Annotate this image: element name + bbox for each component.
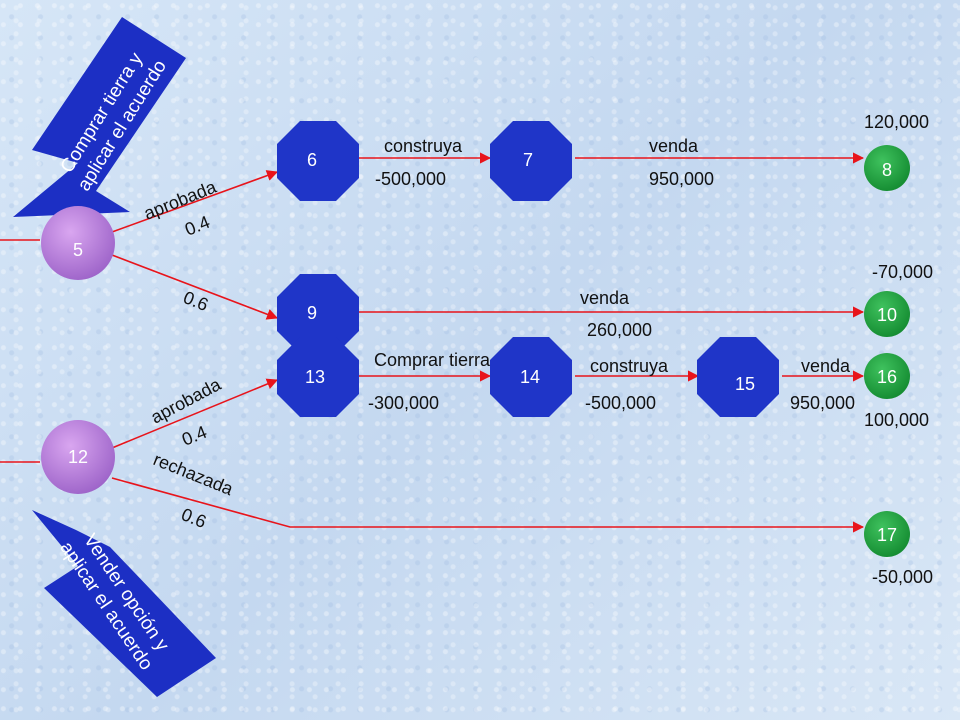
node-17-label: 17	[877, 525, 897, 545]
node-14-label: 14	[520, 367, 540, 387]
node-9-label: 9	[307, 303, 317, 323]
payoff-10: -70,000	[872, 262, 933, 282]
payoff-17: -50,000	[872, 567, 933, 587]
buy-land-arrow: Comprar tierra y aplicar el acuerdo	[13, 17, 186, 217]
decision-node-14: 14	[490, 337, 572, 417]
node-13-label: 13	[305, 367, 325, 387]
node-6-label: 6	[307, 150, 317, 170]
edge-5-6	[111, 170, 279, 233]
node-7-label: 7	[523, 150, 533, 170]
payoff-16: 100,000	[864, 410, 929, 430]
decision-node-6: 6	[277, 121, 359, 201]
decision-node-9: 9	[277, 274, 359, 354]
edge-5-9	[111, 254, 279, 320]
terminal-node-8: 8	[864, 145, 910, 191]
label-construya-bottom: construya	[590, 356, 669, 376]
node-12-label: 12	[68, 447, 88, 467]
label-prob-04-top: 0.4	[182, 212, 213, 240]
node-5-label: 5	[73, 240, 83, 260]
label-rev-260: 260,000	[587, 320, 652, 340]
label-prob-04-bottom: 0.4	[179, 422, 210, 450]
sell-option-arrow: Vender opción y aplicar el acuerdo	[32, 510, 216, 697]
edge-12-13	[111, 378, 279, 449]
label-aprobada-top: aprobada	[141, 176, 220, 223]
terminal-node-17: 17	[864, 511, 910, 557]
node-10-label: 10	[877, 305, 897, 325]
label-cost-500-bottom: -500,000	[585, 393, 656, 413]
terminal-node-10: 10	[864, 291, 910, 337]
label-rev-950-top: 950,000	[649, 169, 714, 189]
edge-12-17	[111, 477, 865, 533]
payoff-8: 120,000	[864, 112, 929, 132]
terminal-node-16: 16	[864, 353, 910, 399]
node-8-label: 8	[882, 160, 892, 180]
decision-node-13: 13	[277, 337, 359, 417]
label-cost-500-top: -500,000	[375, 169, 446, 189]
label-aprobada-bottom: aprobada	[147, 374, 224, 428]
chance-node-12: 12	[41, 420, 115, 494]
label-cost-300: -300,000	[368, 393, 439, 413]
label-venda-top: venda	[649, 136, 699, 156]
node-15-label: 15	[735, 374, 755, 394]
label-venda-bottom: venda	[801, 356, 851, 376]
label-construya-top: construya	[384, 136, 463, 156]
decision-node-15: 15	[697, 337, 779, 417]
chance-node-5: 5	[41, 206, 115, 280]
decision-node-7: 7	[490, 121, 572, 201]
node-16-label: 16	[877, 367, 897, 387]
label-comprar-tierra: Comprar tierra	[374, 350, 491, 370]
label-rev-950-bottom: 950,000	[790, 393, 855, 413]
label-prob-06-bottom: 0.6	[179, 504, 210, 532]
label-venda-mid: venda	[580, 288, 630, 308]
